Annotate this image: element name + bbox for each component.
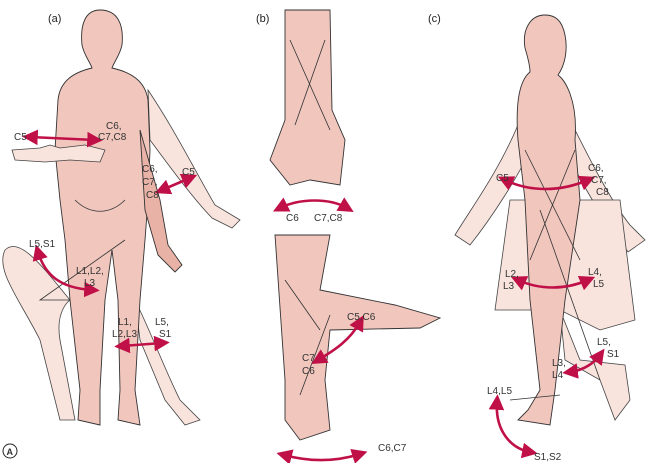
label: L5,S1	[29, 239, 56, 250]
panel-label-a: (a)	[48, 13, 61, 25]
label: L5,	[155, 317, 169, 328]
arrow-c-ankle	[488, 394, 538, 459]
label: L5,	[597, 337, 611, 348]
label: S1	[607, 349, 620, 360]
label: C6	[286, 213, 299, 224]
label: C5	[14, 132, 27, 143]
panel-label-c: (c)	[428, 13, 441, 25]
label: C6,	[588, 163, 604, 174]
label: C5	[182, 167, 195, 178]
label: L3	[84, 278, 96, 289]
label: C5,C6	[347, 312, 376, 323]
figure-c-walking-man	[454, 14, 646, 426]
arrow-c-knee	[562, 348, 605, 379]
panel-b-labels: C6 C7,C8 C5,C6 C7 C6 C6,C7	[286, 213, 407, 454]
label: L3,	[552, 358, 566, 369]
arrow-b-forearm	[273, 197, 354, 212]
arrow-b-fingers	[276, 448, 368, 463]
figure-a-standing-man	[2, 9, 241, 426]
label: C5	[496, 173, 509, 184]
label: L4	[552, 370, 564, 381]
label: L3	[503, 281, 515, 292]
arrow-c-shoulder	[497, 175, 596, 191]
label: C6	[302, 366, 315, 377]
label: C6,	[142, 164, 158, 175]
panel-a-labels: C5 C6, C7,C8 C6, C7, C8 C5 L5,S1 L1,L2, …	[14, 121, 195, 340]
label: C7,	[142, 177, 158, 188]
figure-badge: A	[2, 443, 18, 459]
movement-arrows	[22, 129, 605, 463]
label: C6,C7	[378, 443, 407, 454]
arrow-a-shoulder	[22, 129, 103, 148]
arrow-a-knee	[114, 335, 170, 354]
svg-text:A: A	[7, 447, 14, 457]
label: C7,C8	[98, 132, 127, 143]
arrow-c-hip	[510, 275, 596, 291]
label: L4,	[588, 267, 602, 278]
label: C7,C8	[314, 213, 343, 224]
label: L5	[593, 279, 605, 290]
label: L4,L5	[487, 386, 512, 397]
panel-label-b: (b)	[256, 13, 269, 25]
arrow-a-elbow	[154, 173, 198, 195]
label: L1,	[118, 317, 132, 328]
label: C7,	[591, 175, 607, 186]
arrow-b-wrist	[311, 315, 364, 364]
label: C6,	[106, 121, 122, 132]
label: S1,S2	[534, 452, 562, 463]
figure-b-wrist-flexion	[274, 234, 442, 441]
label: L1,L2,	[76, 266, 104, 277]
label: C8	[596, 187, 609, 198]
label: C8	[146, 190, 159, 201]
label: C7	[302, 353, 315, 364]
arrow-a-hip	[32, 244, 100, 298]
figure-b-forearm-supination	[269, 9, 346, 186]
panel-c-labels: C5 C6, C7, C8 L2, L3 L4, L5 L5, S1 L3, L…	[487, 163, 620, 463]
label: L2,L3	[112, 329, 137, 340]
label: L2,	[505, 269, 519, 280]
label: S1	[159, 329, 172, 340]
